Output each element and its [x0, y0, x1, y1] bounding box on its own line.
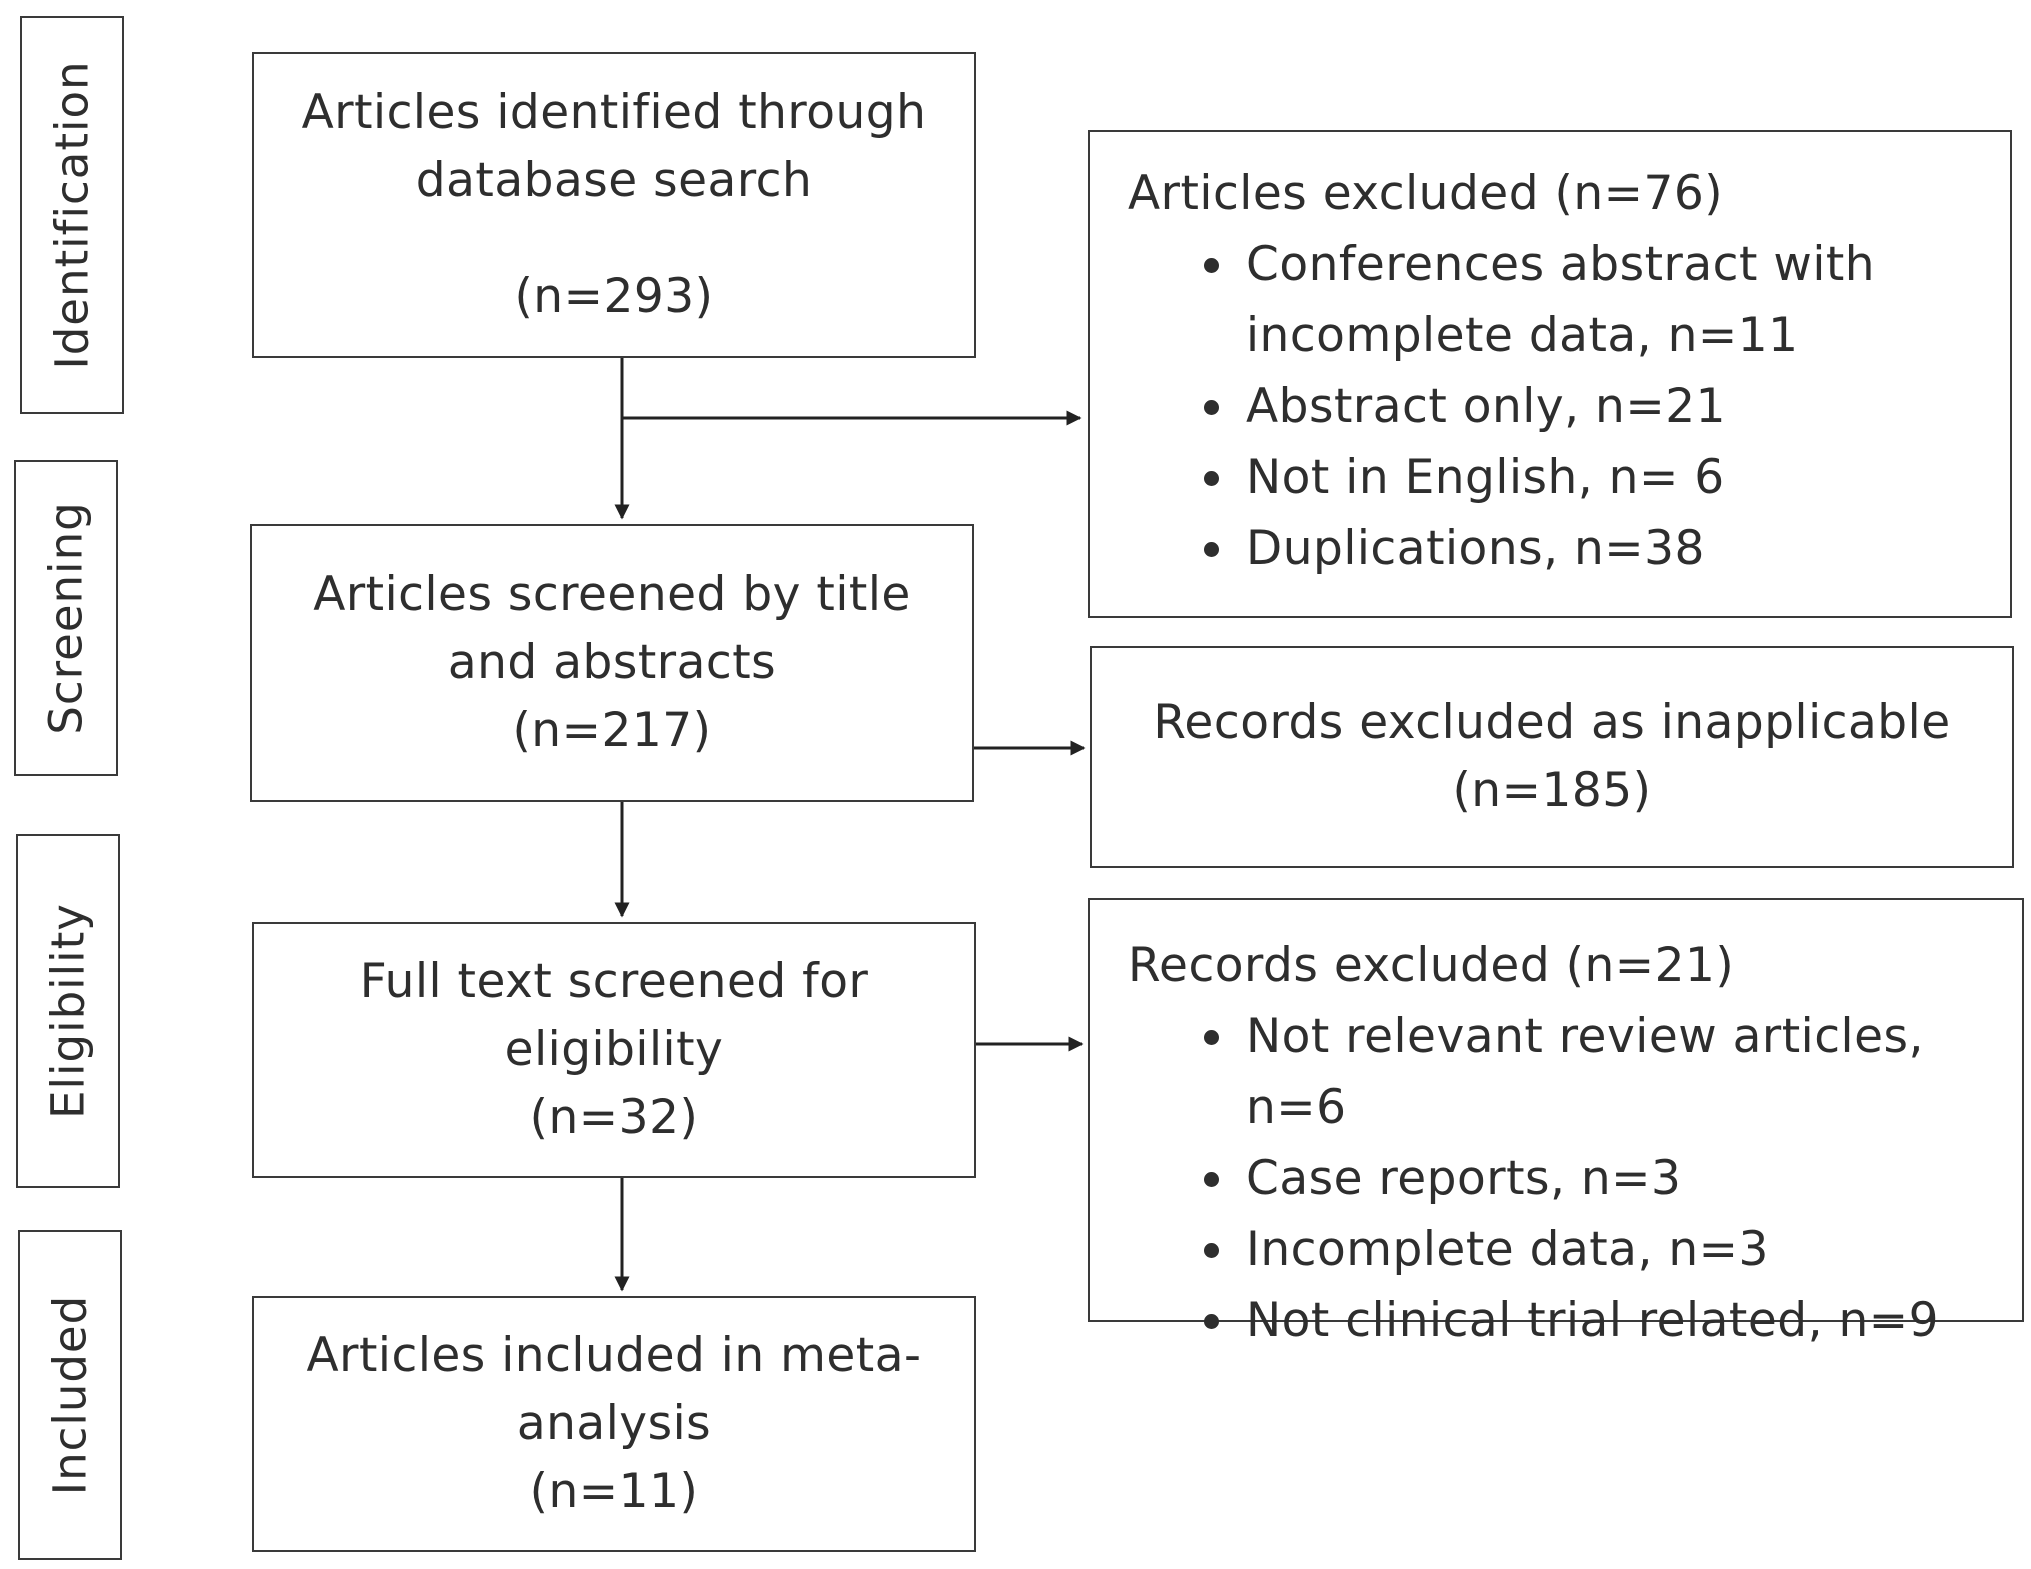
exclusion-item: Duplications, n=38: [1204, 513, 2010, 584]
exclusion-list: Conferences abstract with incomplete dat…: [1090, 229, 2010, 584]
box-line: analysis: [516, 1396, 712, 1451]
box-screened: Articles screened by title and abstracts…: [250, 524, 974, 802]
exclusion-item: Not clinical trial related, n=9: [1204, 1285, 2022, 1356]
exclusion-item: Not relevant review articles, n=6: [1204, 1001, 2022, 1143]
box-line: (n=217): [512, 703, 712, 758]
box-line: eligibility: [504, 1022, 724, 1077]
box-line: and abstracts: [447, 635, 777, 690]
box-line: Full text screened for: [359, 954, 869, 1009]
exclusion-item: Case reports, n=3: [1204, 1143, 2022, 1214]
exclusion-title: Records excluded (n=21): [1128, 938, 1735, 993]
box-records-inapplicable: Records excluded as inapplicable (n=185): [1090, 646, 2014, 868]
box-line: (n=32): [529, 1090, 699, 1145]
exclusion-list: Not relevant review articles, n=6 Case r…: [1090, 1001, 2022, 1356]
exclusion-item: Abstract only, n=21: [1204, 371, 2010, 442]
exclusion-item: Incomplete data, n=3: [1204, 1214, 2022, 1285]
box-line: database search: [415, 153, 813, 208]
stage-screening: Screening: [14, 460, 118, 776]
box-line: Articles included in meta-: [306, 1328, 922, 1383]
box-line: Articles screened by title: [313, 567, 911, 622]
box-line: (n=11): [529, 1464, 699, 1519]
exclusion-item: Not in English, n= 6: [1204, 442, 2010, 513]
stage-included: Included: [18, 1230, 122, 1560]
exclusion-title: Articles excluded (n=76): [1128, 166, 1724, 221]
box-full-text: Full text screened for eligibility (n=32…: [252, 922, 976, 1178]
box-identified: Articles identified through database sea…: [252, 52, 976, 358]
box-records-excluded: Records excluded (n=21) Not relevant rev…: [1088, 898, 2024, 1348]
box-articles-excluded: Articles excluded (n=76) Conferences abs…: [1088, 130, 2012, 618]
box-line: (n=185): [1452, 763, 1652, 818]
box-line: Records excluded as inapplicable: [1153, 695, 1951, 750]
stage-identification: Identification: [20, 16, 124, 414]
box-included: Articles included in meta- analysis (n=1…: [252, 1296, 976, 1552]
stage-eligibility: Eligibility: [16, 834, 120, 1188]
box-line: (n=293): [514, 269, 714, 324]
exclusion-item: Conferences abstract with incomplete dat…: [1204, 229, 2010, 371]
box-line: Articles identified through: [301, 85, 927, 140]
